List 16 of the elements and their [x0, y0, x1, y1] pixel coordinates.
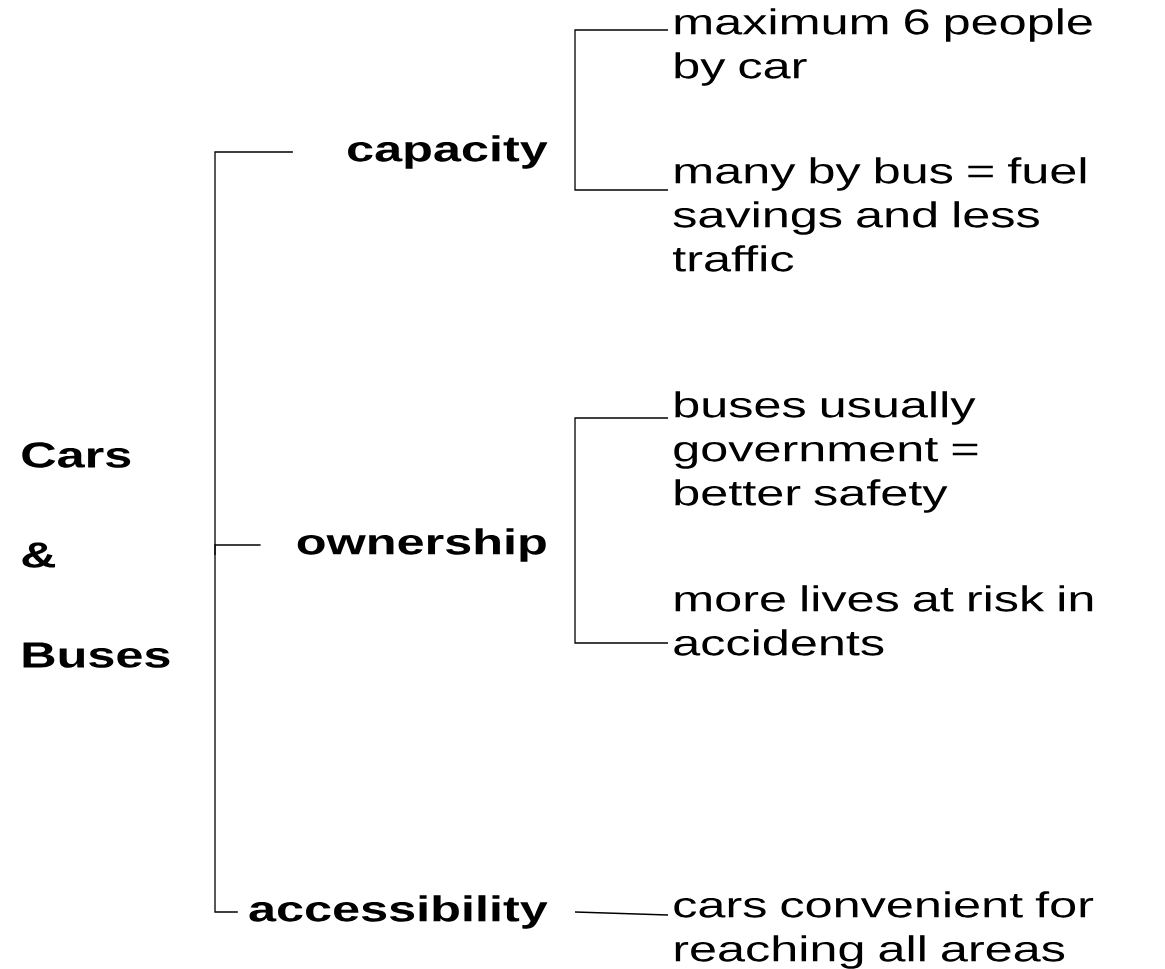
- topic-label: Cars & Buses: [22, 442, 170, 668]
- bracket-line: [574, 417, 669, 546]
- detail-text: cars convenient for reaching all areas: [674, 891, 1094, 969]
- bracket-line: [574, 29, 669, 153]
- detail-text: many by bus = fuel savings and less traffic: [672, 157, 1086, 272]
- bracket-line: [574, 911, 669, 916]
- category-label: accessibility: [249, 895, 548, 929]
- category-label: ownership: [297, 528, 546, 562]
- bracket-line: [574, 151, 669, 191]
- bracket-line: [214, 544, 262, 556]
- detail-text: maximum 6 people by car: [675, 8, 1092, 86]
- bracket-line: [574, 544, 669, 644]
- bracket-line: [214, 554, 239, 913]
- detail-text: more lives at risk in accidents: [674, 585, 1093, 656]
- category-label: capacity: [348, 135, 548, 169]
- detail-text: buses usually government = better safety: [674, 391, 978, 513]
